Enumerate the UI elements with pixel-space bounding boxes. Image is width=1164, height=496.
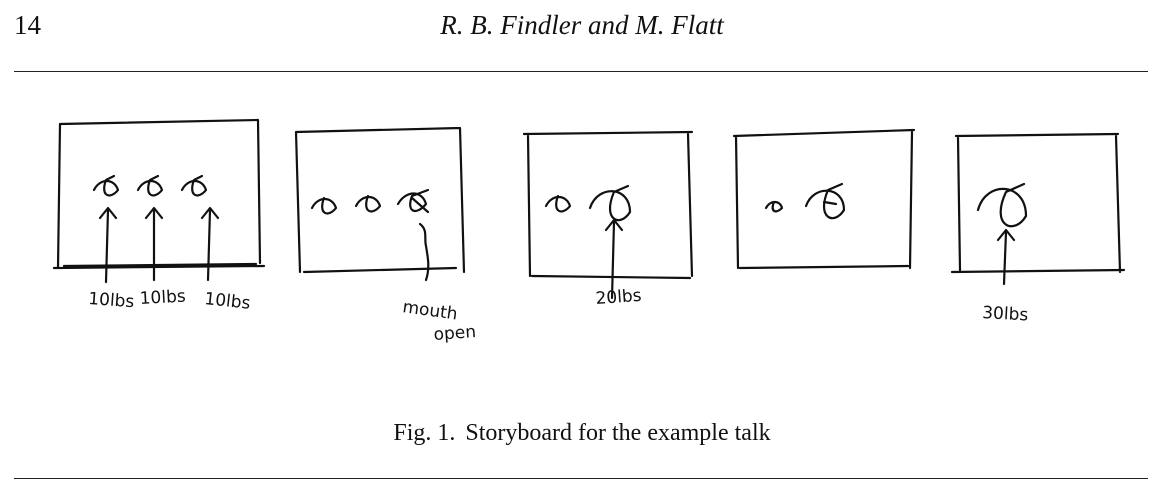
figure-caption-label: Fig. 1.	[393, 420, 456, 446]
panel-5-label-1: 30lbs	[982, 303, 1029, 325]
storyboard-panel-3	[522, 130, 694, 300]
running-head: R. B. Findler and M. Flatt	[440, 10, 724, 40]
storyboard-panel-1	[52, 118, 266, 284]
figure-caption: Fig. 1. Storyboard for the example talk	[0, 420, 1164, 447]
panel-1-label-2: 10lbs	[139, 287, 186, 309]
figure-caption-text: Storyboard for the example talk	[465, 420, 771, 446]
panel-1-label-3: 10lbs	[203, 289, 251, 314]
storyboard-sketch: 10lbs 10lbs 10lbs mouth open 20lbs 30lbs	[52, 118, 1126, 345]
panel-2-label-2: open	[433, 322, 477, 345]
header-rule	[14, 71, 1148, 72]
panel-2-label-1: mouth	[401, 297, 458, 324]
panel-1-label-1: 10lbs	[88, 289, 135, 312]
storyboard-panel-5	[950, 132, 1126, 286]
storyboard-figure: 10lbs 10lbs 10lbs mouth open 20lbs 30lbs	[36, 108, 1146, 400]
storyboard-panel-4	[732, 128, 916, 270]
footer-rule	[14, 478, 1148, 479]
storyboard-panel-2	[294, 126, 466, 282]
page-number: 14	[14, 10, 41, 40]
panel-3-label-1: 20lbs	[595, 286, 642, 309]
